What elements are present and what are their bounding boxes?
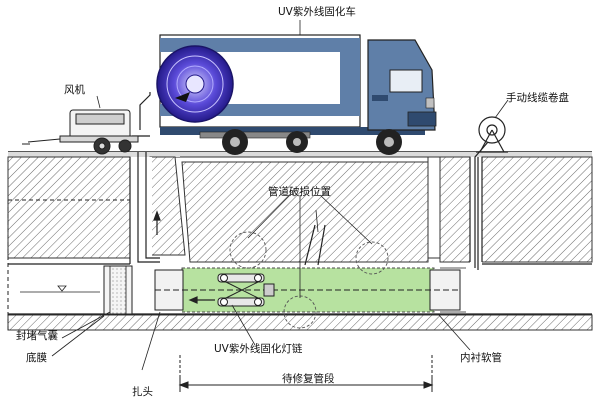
uv-lamp-chain-icon xyxy=(217,273,275,307)
soil-hatching xyxy=(7,156,593,331)
ground-surface xyxy=(8,151,592,158)
uv-truck-icon xyxy=(156,34,437,155)
bottom-film-label: 底膜 xyxy=(26,352,47,364)
leader-lines xyxy=(51,20,509,371)
sealing-airbag-icon xyxy=(103,265,133,315)
blower-label: 风机 xyxy=(64,84,85,96)
fan-blower-icon xyxy=(22,109,139,155)
damage-location-label: 管道破损位置 xyxy=(268,186,331,198)
pipe-crack xyxy=(304,224,326,266)
lining-hose-label: 内衬软管 xyxy=(460,352,502,364)
repair-section-label: 待修复管段 xyxy=(282,373,335,385)
repair-section-dimension xyxy=(178,355,434,392)
uv-truck-label: UV紫外线固化车 xyxy=(278,6,356,18)
sealing-airbag-label: 封堵气囊 xyxy=(16,330,58,342)
damage-markers xyxy=(229,231,389,329)
cable-reel-label: 手动线缆卷盘 xyxy=(506,92,569,104)
uv-light-chain-label: UV紫外线固化灯链 xyxy=(214,343,303,355)
lining-hose-body xyxy=(154,267,466,313)
binding-head-label: 扎头 xyxy=(132,386,153,398)
water-level xyxy=(20,285,100,293)
cable-line xyxy=(474,141,489,270)
cable-reel-icon xyxy=(476,116,508,153)
flow-arrow-icon xyxy=(153,210,215,304)
